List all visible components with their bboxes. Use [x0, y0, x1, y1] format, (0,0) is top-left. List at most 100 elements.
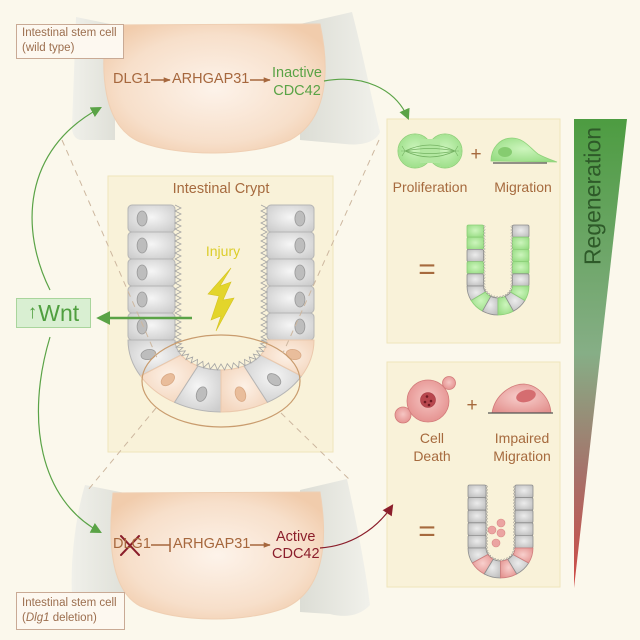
impaired-migration-label-line2: Migration [493, 448, 551, 464]
paren-open: ( [22, 612, 26, 624]
intestinal-crypt-illustration [127, 204, 315, 413]
impaired-migration-label: Impaired Migration [493, 429, 551, 465]
wnt-label: Wnt [38, 299, 80, 326]
regeneration-label: Regeneration [579, 126, 606, 266]
gene-name-dlg1: Dlg1 [25, 612, 50, 624]
proliferation-label: Proliferation [392, 179, 468, 195]
cell-nucleus [136, 291, 148, 308]
crypt-cell [514, 522, 534, 536]
wild-type-cell-label: Intestinal stem cell (wild type) [16, 24, 124, 59]
wild-type-label-line1: Intestinal stem cell [22, 27, 117, 39]
crypt-cell [467, 522, 487, 536]
migration-cell-icon [490, 137, 558, 164]
regeneration-gradient-wedge [574, 119, 627, 588]
cell-nucleus [140, 348, 157, 361]
stem-cell-body [110, 491, 325, 620]
apoptotic-body [496, 528, 506, 538]
apoptotic-body [491, 538, 501, 548]
microvilli-brush-border [483, 224, 514, 299]
result-state: Active [276, 529, 316, 545]
equals-sign: = [418, 515, 436, 548]
zoom-line-top-left [61, 139, 159, 361]
cell-nucleus [136, 264, 148, 281]
crypt-cell [466, 261, 484, 275]
pathway-node-dlg1: DLG1 [113, 71, 151, 87]
crypt-title: Intestinal Crypt [172, 181, 270, 197]
injury-label: Injury [205, 243, 241, 259]
proliferation-icon [397, 133, 463, 169]
crypt-cell [467, 535, 487, 549]
cell-death-icon [394, 376, 456, 424]
crypt-cell [512, 261, 530, 275]
microvilli-brush-border [485, 484, 516, 562]
crypt-cell [514, 484, 534, 499]
crypt-cell [266, 204, 315, 233]
wnt-upregulation-box: ↑ Wnt [16, 298, 91, 328]
pathway-result-inactive-cdc42: Inactive CDC42 [272, 64, 322, 100]
inactive-cdc42-to-outcome-arrow [323, 78, 410, 121]
active-cdc42-to-outcome-arrow [319, 504, 394, 549]
crypt-cell [514, 535, 534, 549]
impaired-migration-cell-icon [488, 383, 553, 414]
apoptotic-body [487, 525, 497, 535]
pathway-node-arhgap31: ARHGAP31 [172, 71, 250, 87]
crypt-cell [512, 224, 530, 238]
crypt-cell [266, 312, 315, 341]
pathway-node-dlg1-deleted: DLG1 [113, 536, 151, 552]
crypt-cell [466, 273, 484, 287]
inhibition-arrow-dlg1-arhgap31 [151, 538, 171, 552]
cell-death-label: Cell Death [413, 429, 450, 465]
zoom-line-bottom-right [280, 412, 353, 483]
deletion-cross-icon [120, 535, 140, 556]
crypt-cell [127, 231, 176, 260]
wnt-to-wildtype-arrow [31, 106, 102, 291]
cell-nucleus [136, 237, 148, 254]
result-state: Inactive [272, 65, 322, 81]
crypt-cell [512, 236, 530, 250]
crypt-cell [467, 484, 487, 499]
crypt-cell [466, 224, 484, 238]
cell-nucleus [294, 318, 306, 335]
deletion-label-line1: Intestinal stem cell [22, 597, 117, 609]
result-protein: CDC42 [272, 546, 320, 562]
cell-nucleus [267, 373, 282, 387]
cell-nucleus [294, 210, 306, 227]
pathway-node-arhgap31: ARHGAP31 [173, 536, 251, 552]
crypt-cell [266, 258, 315, 287]
result-protein: CDC42 [273, 83, 321, 99]
cell-nucleus [234, 386, 247, 402]
crypt-cell [512, 248, 530, 262]
plus-sign: + [466, 395, 478, 416]
crypt-cell [260, 339, 315, 377]
microvilli-brush-border [173, 204, 269, 371]
crypt-cell [467, 509, 487, 524]
crypt-cell [467, 497, 487, 511]
wild-type-label-line2: (wild type) [22, 42, 75, 54]
cell-nucleus [285, 348, 302, 361]
crypt-cell [266, 231, 315, 260]
cell-nucleus [294, 237, 306, 254]
crypt-cell [466, 236, 484, 250]
stem-cell-body [103, 23, 326, 154]
equals-sign: = [418, 253, 436, 286]
lightning-bolt-icon [207, 267, 235, 332]
cell-nucleus [294, 264, 306, 281]
cell-nucleus [294, 291, 306, 308]
stem-cell-zone-outline [141, 334, 301, 428]
cell-nucleus [136, 210, 148, 227]
zoom-guide-lines [61, 139, 380, 491]
zoom-line-bottom-left [87, 407, 157, 491]
migration-label: Migration [494, 179, 552, 195]
crypt-cell [512, 273, 530, 287]
deletion-stem-cell-illustration [71, 479, 370, 620]
regenerating-crypt-icon [466, 224, 530, 316]
deletion-label-line2: (Dlg1 deletion) [22, 611, 119, 626]
cell-death-label-line1: Cell [419, 430, 445, 446]
crypt-cell [514, 497, 534, 511]
impaired-migration-label-line1: Impaired [494, 430, 550, 446]
plus-sign: + [470, 144, 482, 165]
crypt-cell [466, 248, 484, 262]
crypt-cell [127, 204, 176, 233]
pathway-result-active-cdc42: Active CDC42 [272, 529, 320, 563]
